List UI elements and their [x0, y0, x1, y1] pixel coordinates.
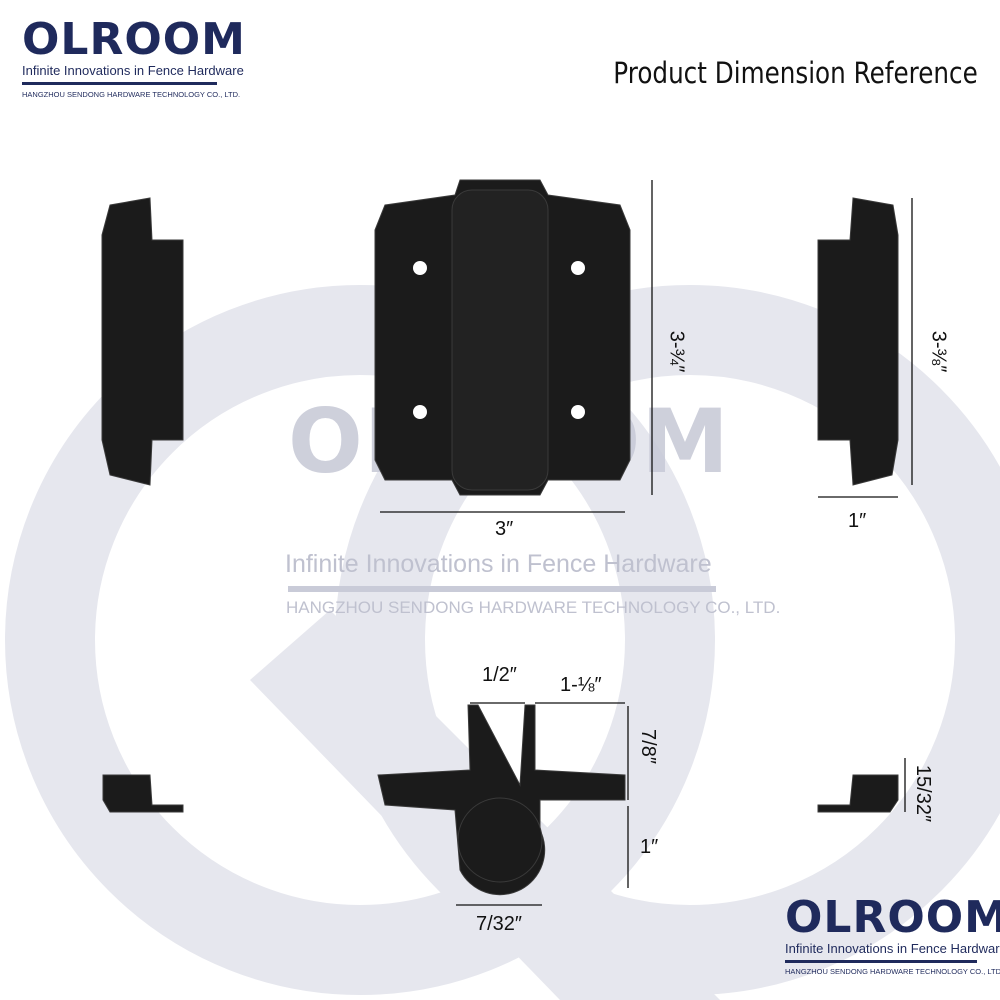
brand-tagline: Infinite Innovations in Fence Hardware — [22, 63, 244, 78]
dim-side-height: 3-⅜″ — [927, 330, 950, 373]
front-view-barrel — [451, 189, 549, 491]
watermark-company: HANGZHOU SENDONG HARDWARE TECHNOLOGY CO.… — [286, 598, 781, 617]
dim-side-depth: 1″ — [848, 510, 867, 532]
footer-logo: OLROOM — [785, 892, 1000, 943]
dim-side-bottom-height: 15/32″ — [912, 764, 935, 823]
watermark-divider — [288, 586, 716, 592]
brand-divider — [22, 82, 217, 85]
mounting-holes — [413, 261, 585, 419]
bottom-view-left — [102, 774, 184, 813]
side-view-left — [101, 197, 184, 486]
dim-top-knob: 7/32″ — [476, 913, 523, 935]
dim-top-gap: 1/2″ — [482, 664, 517, 686]
lock-knob — [457, 797, 543, 883]
watermark-tagline: Infinite Innovations in Fence Hardware — [285, 550, 712, 578]
footer-divider — [785, 960, 977, 963]
page-title: Product Dimension Reference — [613, 56, 978, 90]
dim-top-height: 7/8″ — [636, 729, 659, 764]
side-view-right — [817, 197, 899, 486]
brand-company: HANGZHOU SENDONG HARDWARE TECHNOLOGY CO.… — [22, 90, 241, 99]
footer-tagline: Infinite Innovations in Fence Hardware — [785, 941, 1000, 956]
dim-top-flange: 1-⅛″ — [560, 674, 602, 696]
dim-front-width: 3″ — [495, 518, 514, 540]
footer-company: HANGZHOU SENDONG HARDWARE TECHNOLOGY CO.… — [785, 967, 1000, 976]
dim-front-height: 3-¾″ — [665, 330, 688, 373]
dim-top-body: 1″ — [640, 836, 659, 858]
bottom-view-right — [817, 774, 899, 813]
dimension-lines — [380, 180, 913, 906]
brand-logo: OLROOM — [22, 14, 246, 65]
